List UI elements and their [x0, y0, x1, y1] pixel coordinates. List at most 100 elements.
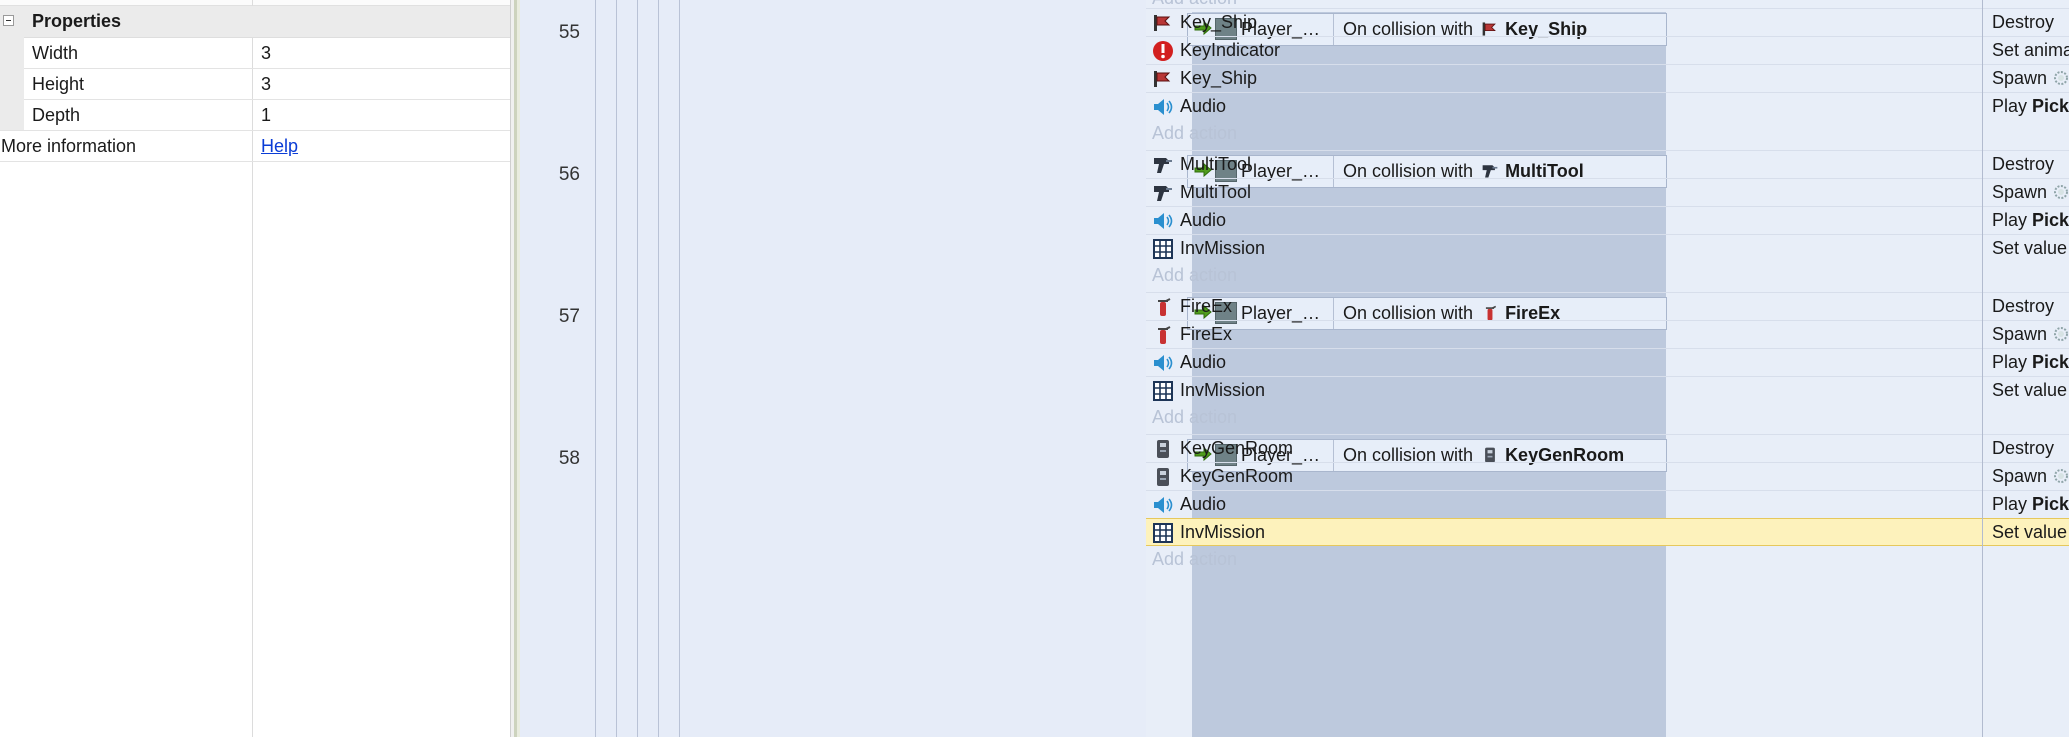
- audio-icon: [1152, 494, 1174, 516]
- trigger-arrow-icon: [1194, 19, 1212, 37]
- property-row-height[interactable]: Height 3: [0, 68, 510, 100]
- player-object-icon: [1215, 18, 1237, 40]
- action-object-name: KeyGenRoom: [1180, 438, 1294, 458]
- more-information-label: More information: [1, 136, 137, 156]
- property-row-depth[interactable]: Depth 1: [0, 99, 510, 131]
- action-text-part: Set value at (: [1992, 380, 2069, 400]
- add-action-link[interactable]: Add action: [1152, 549, 1238, 569]
- audio-icon: [1152, 352, 1174, 374]
- ship-key-icon: [1481, 20, 1499, 38]
- action-description: SpawnParticles_Energy on layer "Play_Lay…: [1992, 68, 2069, 89]
- array-icon: [1152, 380, 1174, 402]
- event-number[interactable]: 56: [558, 164, 580, 185]
- property-value[interactable]: 1: [261, 105, 272, 125]
- action-text-part: Destroy: [1992, 296, 2055, 316]
- condition-target: FireEx: [1505, 303, 1561, 323]
- property-value[interactable]: 3: [261, 43, 272, 63]
- panel-top-strip: [0, 0, 510, 6]
- action-row[interactable]: InvMission Set value at (0, 2) to "KeyGen…: [1146, 518, 2069, 546]
- property-row-width[interactable]: Width 3: [0, 37, 510, 69]
- help-link[interactable]: Help: [261, 136, 299, 156]
- audio-icon: [1152, 210, 1174, 232]
- action-row[interactable]: Key_Ship SpawnParticles_Energy on layer "…: [1146, 64, 2069, 92]
- action-row[interactable]: KeyGenRoom Destroy: [1146, 434, 2069, 462]
- condition-target: KeyGenRoom: [1505, 445, 1625, 465]
- trigger-arrow-icon: [1194, 445, 1212, 463]
- property-value[interactable]: 3: [261, 74, 272, 94]
- particles-icon: [2052, 69, 2069, 87]
- row-indent: [0, 99, 24, 130]
- property-key: Depth: [32, 105, 81, 125]
- action-row[interactable]: FireExSpawnParticles_Energy on layer "Pl…: [1146, 320, 2069, 348]
- action-row[interactable]: MultiToolSpawnParticles_Energy on layer …: [1146, 178, 2069, 206]
- action-description: SpawnParticles_Energy on layer "Play_Lay…: [1992, 182, 2069, 203]
- column-divider: [252, 0, 253, 737]
- section-title: Properties: [32, 11, 122, 31]
- gutter-line: [637, 0, 638, 737]
- action-description: Destroy: [1992, 438, 2054, 459]
- array-icon: [1152, 522, 1174, 544]
- trigger-arrow-icon: [1194, 303, 1212, 321]
- action-text-part: Spawn: [1992, 466, 2048, 486]
- multitool-icon: [1152, 154, 1174, 176]
- player-object-icon: [1215, 160, 1237, 182]
- action-text-part: Pickup_Key: [2032, 494, 2069, 514]
- action-object-name: InvMission: [1180, 522, 1266, 542]
- action-row[interactable]: KeyGenRoomSpawnParticles_Energy on layer…: [1146, 462, 2069, 490]
- action-text-part: Set animation to: [1992, 40, 2069, 60]
- event-number[interactable]: 58: [558, 448, 580, 469]
- add-action-link[interactable]: Add action: [1152, 123, 1238, 143]
- panel-splitter[interactable]: [510, 0, 514, 737]
- multitool-icon: [1481, 162, 1499, 180]
- action-text-part: Play: [1992, 494, 2033, 514]
- add-action-link[interactable]: Add action: [1152, 0, 1237, 9]
- row-indent: [0, 37, 24, 68]
- action-text-part: Play: [1992, 96, 2033, 116]
- action-description: SpawnParticles_Energy on layer "Play_Lay…: [1992, 466, 2069, 487]
- condition-target: MultiTool: [1505, 161, 1584, 181]
- action-row[interactable]: FireEx Destroy: [1146, 292, 2069, 320]
- ship-key-icon: [1152, 12, 1174, 34]
- row-indent: [0, 68, 24, 99]
- audio-icon: [1152, 96, 1174, 118]
- properties-section-header[interactable]: Properties: [0, 6, 510, 38]
- action-object-name: Audio: [1180, 96, 1227, 116]
- add-action-link[interactable]: Add action: [1152, 265, 1238, 285]
- condition-prefix: On collision with: [1343, 303, 1474, 323]
- action-text-part: Destroy: [1992, 154, 2055, 174]
- event-number[interactable]: 55: [558, 22, 580, 43]
- add-action-link[interactable]: Add action: [1152, 407, 1238, 427]
- action-text-part: Set value at (: [1992, 522, 2069, 542]
- sheet-border-inner: [517, 0, 520, 737]
- properties-panel: Properties Width 3 Height 3 Depth 1 More…: [0, 0, 510, 737]
- action-object-name: Key_Ship: [1180, 68, 1258, 88]
- event-number[interactable]: 57: [558, 306, 580, 327]
- collapse-icon[interactable]: [3, 15, 14, 26]
- action-description: Set value at (0, 2) to "KeyGenRoom": [1992, 522, 2069, 543]
- gutter-line: [616, 0, 617, 737]
- action-row[interactable]: MultiTool Destroy: [1146, 150, 2069, 178]
- condition-prefix: On collision with: [1343, 161, 1474, 181]
- fire-extinguisher-icon: [1152, 324, 1174, 346]
- key-indicator-icon: [1152, 40, 1174, 62]
- ship-key-icon: [1152, 68, 1174, 90]
- action-object-name: Audio: [1180, 494, 1227, 514]
- condition-separator: [1333, 440, 1334, 471]
- condition-text: On collision with FireEx: [1343, 303, 1560, 324]
- action-text-part: Spawn: [1992, 68, 2048, 88]
- action-text-part: Play: [1992, 210, 2033, 230]
